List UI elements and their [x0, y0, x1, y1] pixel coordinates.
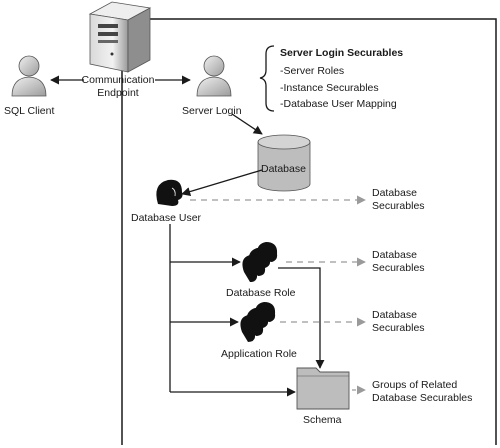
application-role-icon [240, 302, 276, 342]
securables-item: -Database User Mapping [280, 98, 397, 110]
endpoint-label-line1: Communication [81, 74, 155, 86]
database-role-icon [242, 242, 278, 282]
securables-brace [259, 45, 275, 112]
arrow-login-to-database [231, 113, 263, 135]
server-boundary-frame [121, 18, 497, 445]
schema-securables-line1: Groups of Related [372, 379, 458, 391]
securables-title: Server Login Securables [280, 47, 404, 59]
endpoint-label-line2: Endpoint [97, 87, 139, 99]
application-role-label: Application Role [221, 348, 297, 360]
database-user-icon [156, 179, 183, 206]
user-securables-line2: Securables [372, 200, 425, 212]
server-login-label: Server Login [182, 105, 242, 117]
sql-client-label: SQL Client [4, 105, 55, 117]
database-user-label: Database User [131, 212, 202, 224]
schema-folder-icon [296, 367, 350, 410]
server-tower-icon [88, 1, 152, 73]
securables-item: -Server Roles [280, 65, 345, 77]
role-securables-line1: Database [372, 249, 417, 261]
securables-item: -Instance Securables [280, 82, 379, 94]
user-securables-line1: Database [372, 187, 417, 199]
role-securables-line2: Securables [372, 262, 425, 274]
database-role-label: Database Role [226, 287, 296, 299]
app-securables-line1: Database [372, 309, 417, 321]
arrow-database-to-user [181, 169, 263, 197]
schema-securables-line2: Database Securables [372, 392, 473, 404]
sql-client-icon [11, 55, 47, 97]
schema-label: Schema [303, 414, 342, 426]
database-cylinder-icon [257, 134, 311, 192]
arrow-role-to-schema [278, 267, 325, 369]
server-login-icon [196, 55, 232, 97]
app-securables-line2: Securables [372, 322, 425, 334]
database-label: Database [261, 163, 306, 175]
